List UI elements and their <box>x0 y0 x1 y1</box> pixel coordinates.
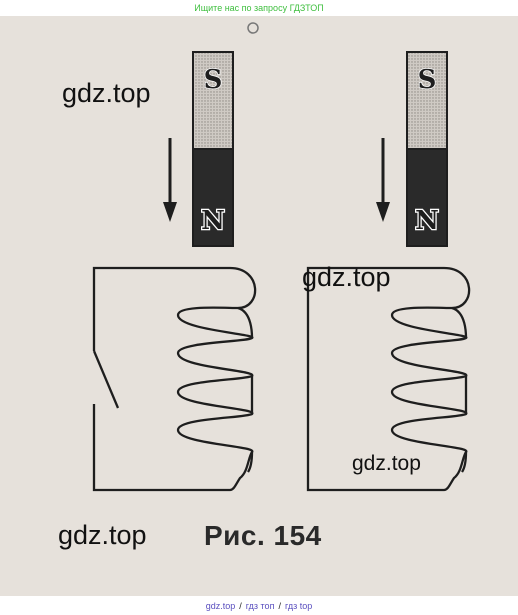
coil-circuit-open <box>92 266 257 492</box>
footer-links: gdz.top/гдз топ/гдз top <box>0 598 518 615</box>
footer-link-3[interactable]: гдз top <box>284 601 313 611</box>
figure-caption: Рис. 154 <box>204 520 322 551</box>
coil-left-back-turns <box>237 306 254 473</box>
watermark-4: gdz.top <box>58 520 147 550</box>
wire-left-upper <box>92 266 230 351</box>
watermark-2: gdz.top <box>302 262 391 292</box>
magnet-right-north-label: N <box>415 206 439 236</box>
arrow-down-left <box>163 138 177 222</box>
coil-right-back-turns <box>451 306 468 473</box>
magnet-right-south-pole <box>406 51 448 150</box>
footer-link-2[interactable]: гдз топ <box>245 601 275 611</box>
magnet-left-south-label: S <box>204 65 223 95</box>
footer-separator: / <box>239 601 242 611</box>
coil-right <box>390 266 471 492</box>
pin-mark <box>247 22 259 34</box>
watermark-1: gdz.top <box>62 78 151 108</box>
wire-right <box>306 266 444 492</box>
watermark-3: gdz.top <box>352 452 421 475</box>
magnet-right-south-label: S <box>418 65 437 95</box>
footer-separator: / <box>278 601 281 611</box>
magnet-left: S N <box>192 51 234 247</box>
magnet-left-north-label: N <box>201 206 225 236</box>
figure-154: S N S N <box>92 22 471 492</box>
magnet-left-north-pole <box>192 148 234 247</box>
wire-left-lower <box>92 404 230 492</box>
search-banner: Ищите нас по запросу ГДЗТОП <box>194 3 324 13</box>
coil-left <box>176 266 257 492</box>
magnet-right: S N <box>406 51 448 247</box>
coil-circuit-closed <box>306 266 471 492</box>
magnet-left-south-pole <box>192 51 234 150</box>
footer-link-1[interactable]: gdz.top <box>205 601 236 611</box>
magnet-right-north-pole <box>406 148 448 247</box>
arrow-down-right <box>376 138 390 222</box>
switch-blade <box>92 350 120 409</box>
